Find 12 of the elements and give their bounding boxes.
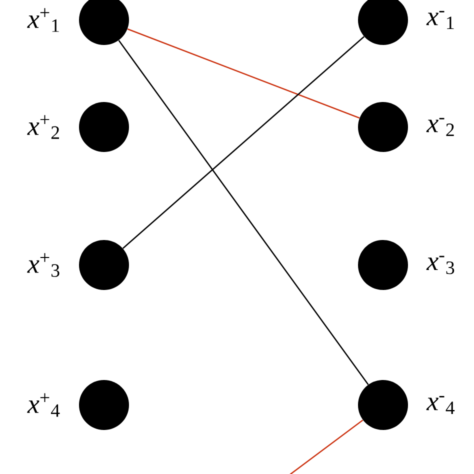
node-label: x$^{-}$3 bbox=[426, 256, 454, 274]
node-label: x$^{-}$2 bbox=[426, 118, 454, 136]
node-label: x$^{-}$4 bbox=[426, 396, 455, 414]
connector-line bbox=[118, 40, 369, 385]
node-label: x$^{+}$3 bbox=[27, 253, 60, 277]
node-label: x$^{+}$1 bbox=[27, 8, 59, 32]
connector-line bbox=[288, 420, 364, 474]
node-label: x$^{+}$2 bbox=[27, 115, 59, 139]
node-label: x$^{+}$4 bbox=[27, 393, 60, 417]
connector-line bbox=[127, 28, 360, 119]
node-label: x$^{-}$1 bbox=[426, 10, 454, 30]
connector-line bbox=[122, 36, 364, 249]
